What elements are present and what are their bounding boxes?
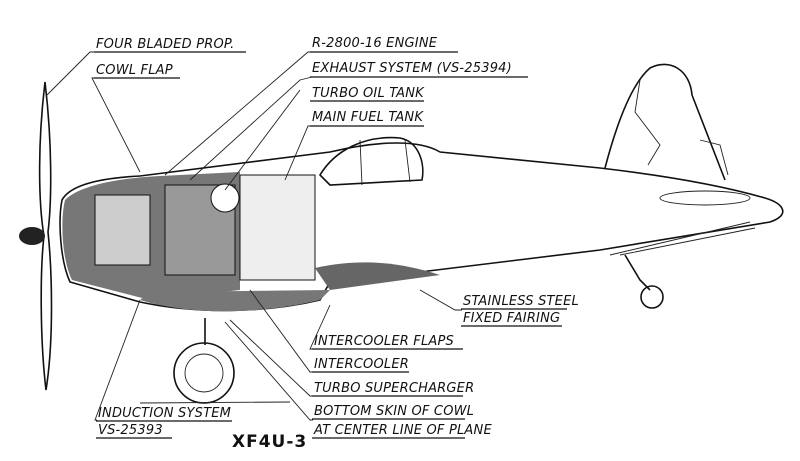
label-turbo-supercharger: TURBO SUPERCHARGER — [314, 381, 474, 396]
vertical-tail — [604, 63, 726, 181]
label-intercooler-flaps: INTERCOOLER FLAPS — [314, 334, 454, 349]
propeller — [38, 81, 53, 391]
label-intercooler: INTERCOOLER — [314, 357, 409, 372]
tail-wheel — [640, 285, 664, 309]
label-engine: R-2800-16 ENGINE — [312, 36, 438, 51]
label-exhaust-system: EXHAUST SYSTEM (VS-25394) — [312, 61, 512, 76]
stainless-steel-fairing — [315, 262, 440, 290]
main-wheel — [173, 342, 235, 404]
label-turbo-oil-tank: TURBO OIL TANK — [312, 86, 425, 101]
label-center-line-of-plane: AT CENTER LINE OF PLANE — [313, 423, 492, 438]
label-four-bladed-prop: FOUR BLADED PROP. — [96, 37, 235, 52]
label-induction-vs: VS-25393 — [98, 423, 163, 438]
aircraft-drawing — [19, 63, 784, 404]
label-bottom-skin-of-cowl: BOTTOM SKIN OF COWL — [314, 404, 474, 419]
label-fixed-fairing: FIXED FAIRING — [463, 311, 560, 326]
label-main-fuel-tank: MAIN FUEL TANK — [312, 110, 424, 125]
label-cowl-flap: COWL FLAP — [96, 63, 173, 78]
label-stainless-steel: STAINLESS STEEL — [463, 294, 579, 309]
label-induction-system: INDUCTION SYSTEM — [98, 406, 231, 421]
labels: FOUR BLADED PROP. COWL FLAP R-2800-16 EN… — [94, 36, 579, 452]
fuselage — [59, 142, 784, 312]
canopy — [318, 136, 424, 186]
aircraft-designation-title: XF4U-3 — [232, 432, 307, 452]
spinner — [19, 227, 45, 245]
